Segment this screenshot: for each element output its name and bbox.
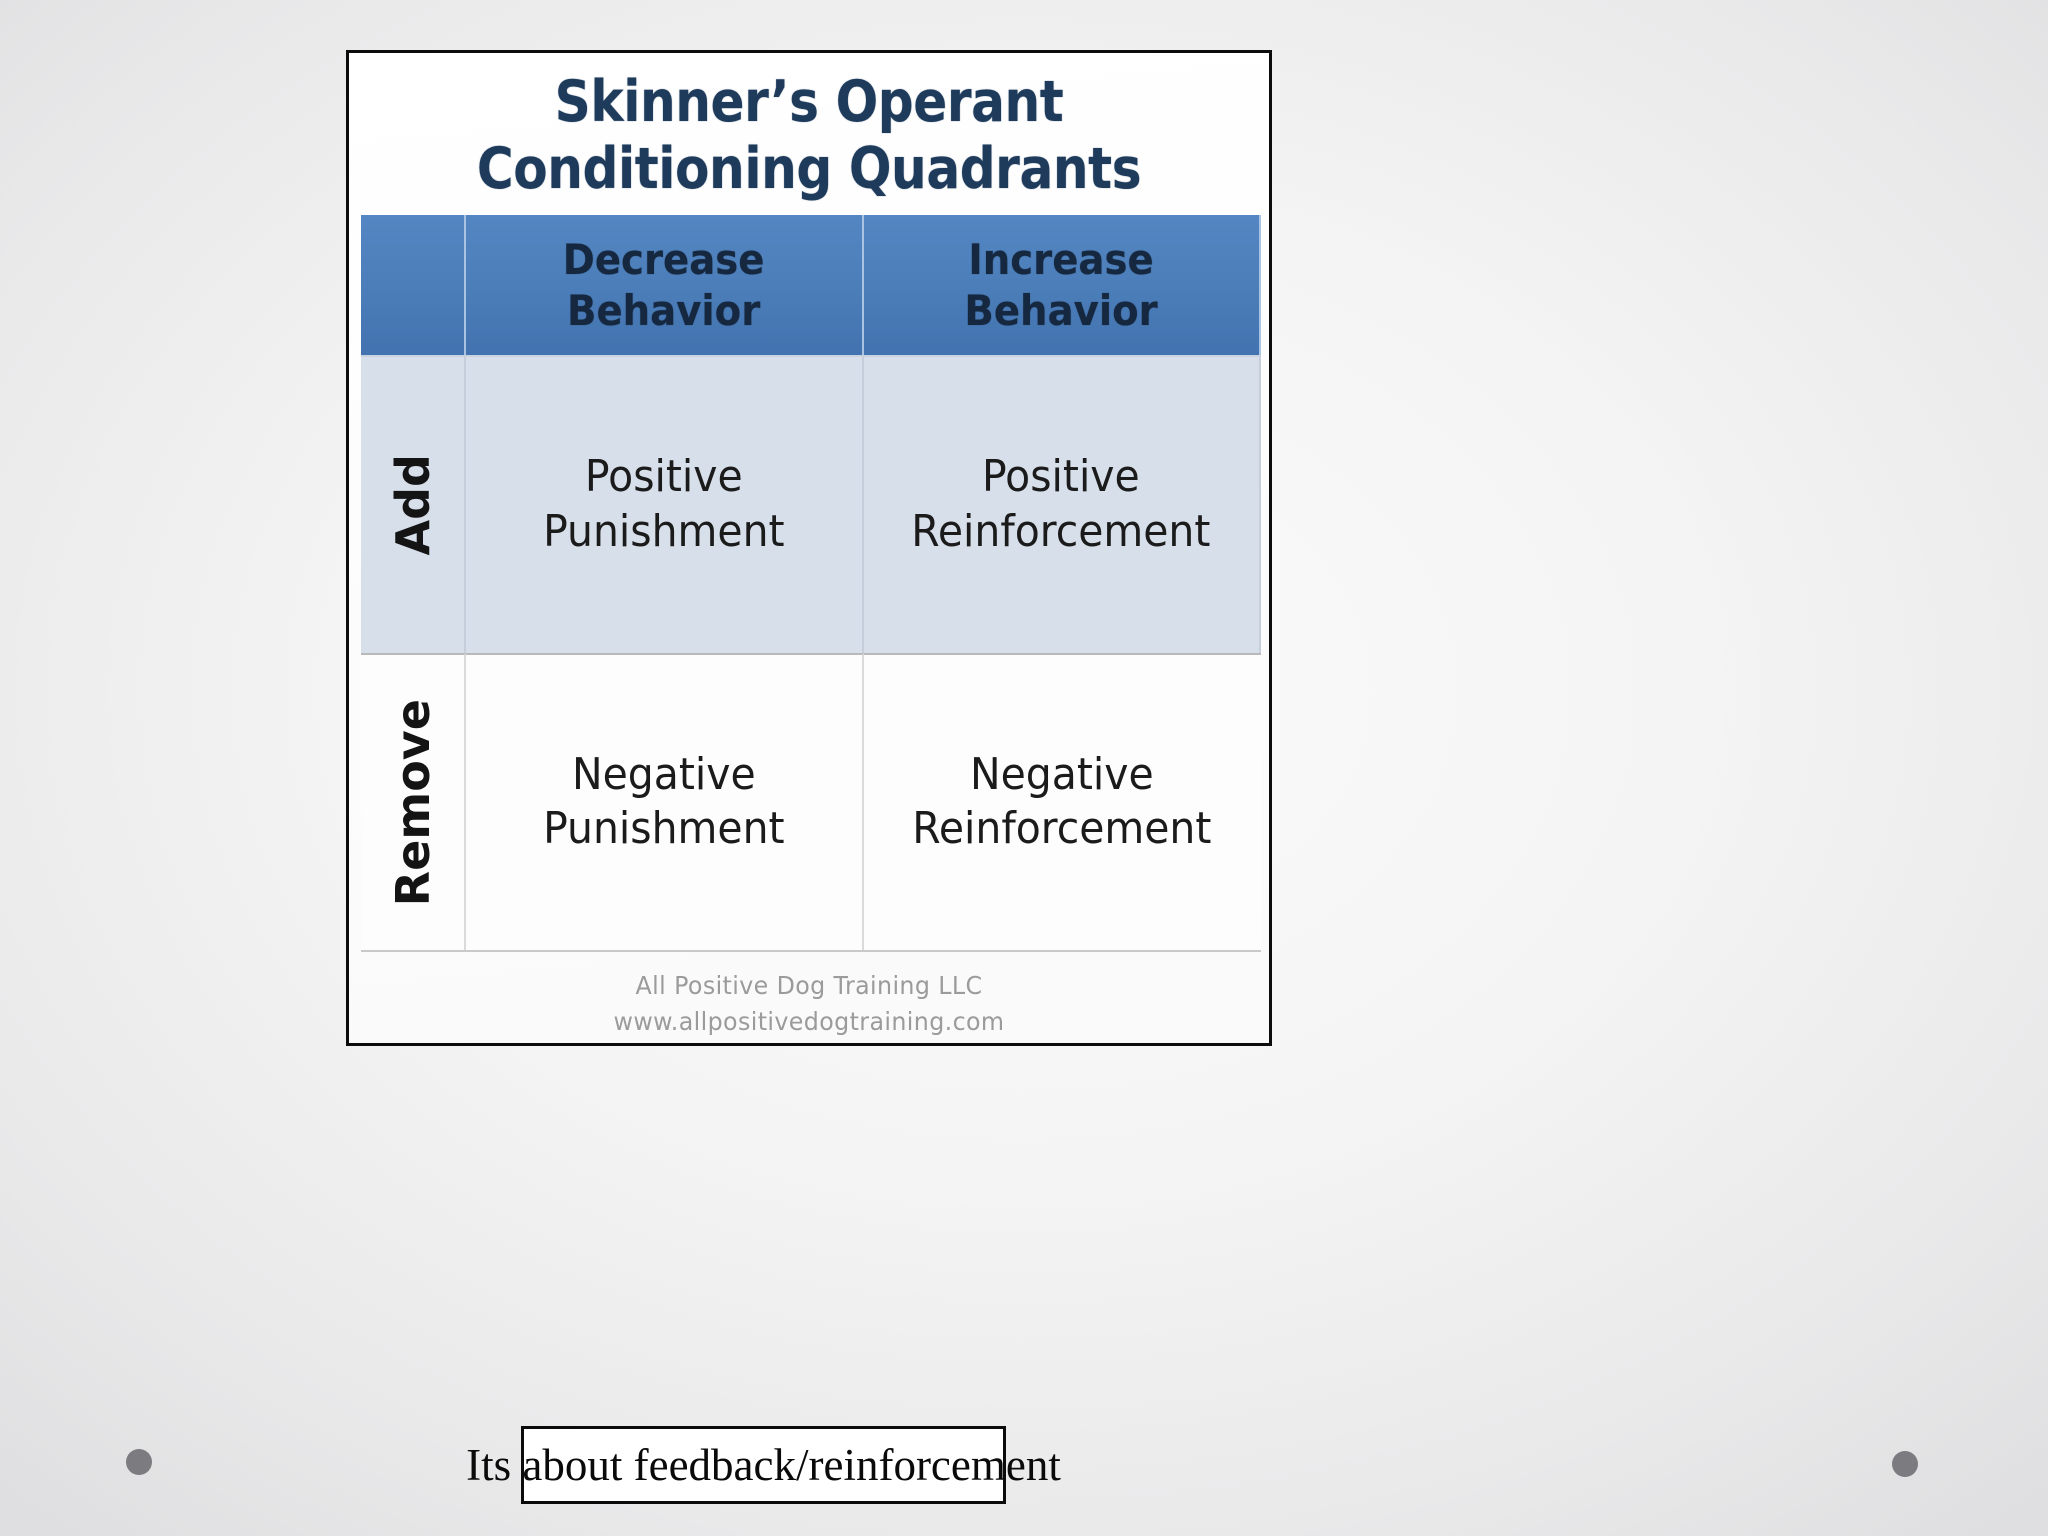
quadrant-negative-reinforcement-line-2: Reinforcement (912, 803, 1212, 855)
column-header-increase-line-1: Increase (968, 234, 1154, 284)
quadrant-positive-punishment-line-1: Positive (584, 451, 743, 503)
quadrant-positive-reinforcement-line-2: Reinforcement (911, 505, 1211, 557)
caption-text-box[interactable]: Its about feedback/reinforcement (466, 1426, 1061, 1504)
caption-label: Its about feedback/reinforcement (466, 1440, 1061, 1490)
figure-title: Skinner’s Operant Conditioning Quadrants (404, 69, 1214, 204)
column-header-decrease-behavior: Decrease Behavior (466, 215, 864, 355)
quadrant-negative-reinforcement: Negative Reinforcement (863, 652, 1261, 950)
quadrant-positive-punishment: Positive Punishment (466, 355, 864, 653)
figure-canvas: Skinner’s Operant Conditioning Quadrants… (349, 53, 1269, 1043)
column-header-decrease-line-1: Decrease (562, 234, 765, 284)
row-header-add-label: Add (385, 454, 440, 556)
quadrant-positive-punishment-text: Positive Punishment (543, 450, 784, 559)
row-header-add: Add (361, 355, 466, 653)
quadrant-positive-reinforcement-text: Positive Reinforcement (912, 450, 1211, 559)
figure-title-line-1: Skinner’s Operant (554, 69, 1064, 135)
column-header-decrease-line-2: Behavior (567, 286, 761, 335)
column-header-increase-behavior-text: Increase Behavior (965, 234, 1158, 336)
figure-attribution: All Positive Dog Training LLC www.allpos… (372, 968, 1246, 1039)
quadrant-positive-reinforcement-line-1: Positive (982, 451, 1141, 503)
quadrant-negative-reinforcement-line-1: Negative (970, 748, 1155, 800)
quadrant-negative-punishment-text: Negative Punishment (543, 748, 784, 857)
attribution-website: www.allpositivedogtraining.com (613, 1006, 1005, 1036)
row-header-remove-label: Remove (385, 698, 440, 906)
row-header-remove: Remove (361, 652, 466, 950)
slide-nav-dot-right[interactable] (1892, 1451, 1918, 1477)
grid-corner-cell (361, 215, 466, 355)
attribution-company-name: All Positive Dog Training LLC (635, 971, 983, 1000)
column-header-increase-line-2: Behavior (964, 286, 1158, 335)
column-header-decrease-behavior-text: Decrease Behavior (563, 234, 765, 336)
operant-conditioning-figure[interactable]: Skinner’s Operant Conditioning Quadrants… (346, 50, 1272, 1046)
quadrant-positive-reinforcement: Positive Reinforcement (863, 355, 1261, 653)
grid-bottom-divider (361, 950, 1261, 952)
quadrant-grid: Decrease Behavior Increase Behavior Add … (361, 215, 1261, 950)
quadrant-negative-punishment-line-1: Negative (571, 748, 756, 800)
quadrant-negative-punishment: Negative Punishment (466, 652, 864, 950)
quadrant-positive-punishment-line-2: Punishment (543, 505, 785, 557)
slide-nav-dot-left[interactable] (126, 1449, 152, 1475)
figure-title-line-2: Conditioning Quadrants (476, 136, 1142, 203)
quadrant-negative-punishment-line-2: Punishment (543, 803, 785, 855)
quadrant-negative-reinforcement-text: Negative Reinforcement (913, 748, 1212, 857)
column-header-increase-behavior: Increase Behavior (863, 215, 1261, 355)
